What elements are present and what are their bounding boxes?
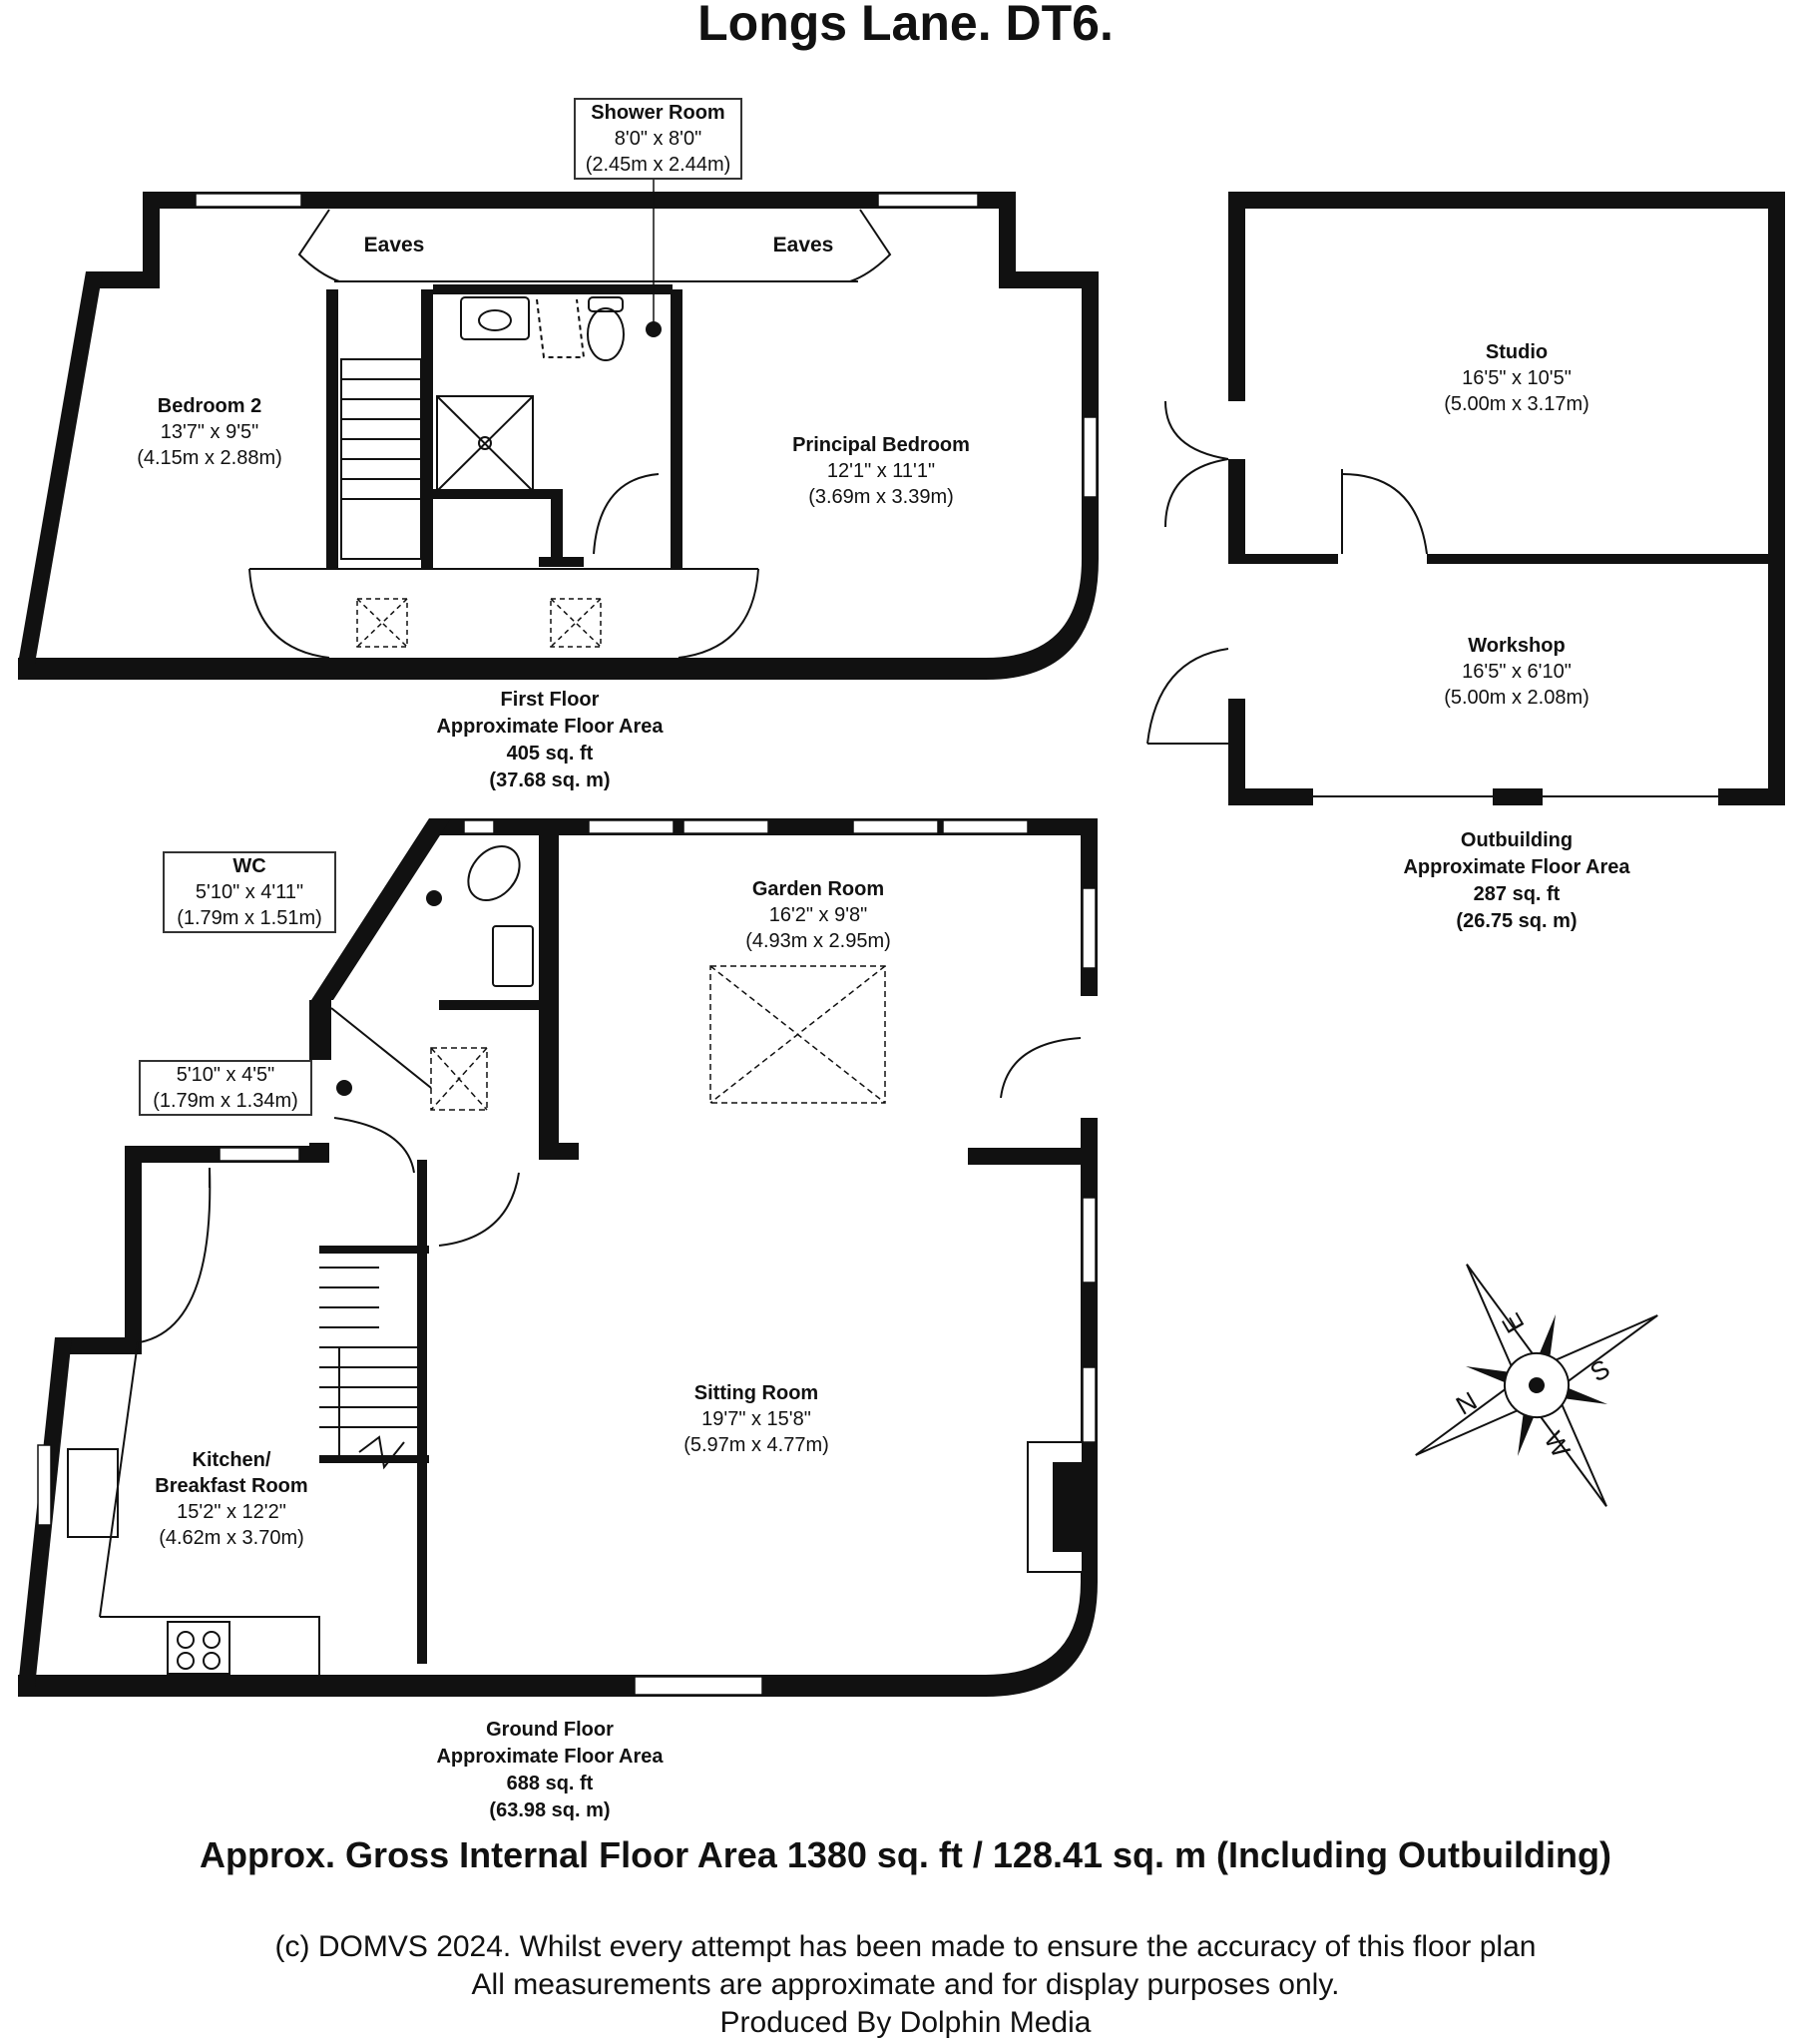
studio-imperial: 16'5" x 10'5"	[1462, 367, 1572, 389]
outbuilding-area-line3: 287 sq. ft	[1473, 883, 1561, 905]
kitchen-name-line1: Kitchen/	[192, 1449, 271, 1471]
first-floor-skylights	[356, 598, 602, 648]
wc-metric: (1.79m x 1.51m)	[177, 907, 322, 929]
first-floor-area: First Floor Approximate Floor Area 405 s…	[436, 687, 663, 794]
kitchen-imperial: 15'2" x 12'2"	[177, 1501, 286, 1523]
kitchen-metric: (4.62m x 3.70m)	[159, 1527, 304, 1549]
workshop-name: Workshop	[1468, 635, 1566, 657]
first-floor-curve-wall	[986, 288, 1099, 680]
kitchen-label: Kitchen/ Breakfast Room 15'2" x 12'2" (4…	[155, 1447, 307, 1551]
hall-metric: (1.79m x 1.34m)	[153, 1090, 298, 1112]
first-floor-door-arcs	[248, 473, 759, 659]
bedroom2-label: Bedroom 2 13'7" x 9'5" (4.15m x 2.88m)	[137, 393, 282, 471]
garden-room-imperial: 16'2" x 9'8"	[768, 904, 868, 926]
fireplace	[1027, 1441, 1084, 1573]
outbuilding-area-line1: Outbuilding	[1460, 829, 1574, 851]
outbuilding-doors	[1146, 400, 1718, 797]
hall-imperial: 5'10" x 4'5"	[176, 1064, 275, 1086]
sitting-room-name: Sitting Room	[693, 1382, 819, 1404]
kitchen-fixtures	[67, 1168, 320, 1677]
sitting-curve-wall	[986, 1582, 1098, 1697]
workshop-imperial: 16'5" x 6'10"	[1462, 661, 1572, 683]
sitting-room-metric: (5.97m x 4.77m)	[683, 1434, 829, 1456]
outbuilding-area-line4: (26.75 sq. m)	[1456, 910, 1578, 932]
wc-name: WC	[232, 855, 266, 877]
eaves-label-right: Eaves	[772, 234, 834, 256]
eaves-lines	[297, 209, 892, 282]
studio-name: Studio	[1485, 341, 1549, 363]
outbuilding-walls	[1228, 192, 1785, 805]
principal-bedroom-imperial: 12'1" x 11'1"	[826, 460, 936, 482]
bedroom2-imperial: 13'7" x 9'5"	[160, 421, 259, 443]
disclaimer-line2: All measurements are approximate and for…	[471, 1968, 1340, 2001]
first-floor-slant-wall	[18, 271, 103, 664]
first-floor-area-line1: First Floor	[500, 689, 600, 711]
eaves-label-left: Eaves	[363, 234, 425, 256]
wc-label: WC 5'10" x 4'11" (1.79m x 1.51m)	[163, 851, 336, 933]
wc-imperial: 5'10" x 4'11"	[195, 881, 304, 903]
sitting-room-imperial: 19'7" x 15'8"	[701, 1408, 811, 1430]
bedroom2-metric: (4.15m x 2.88m)	[137, 447, 282, 469]
outbuilding-area: Outbuilding Approximate Floor Area 287 s…	[1403, 827, 1629, 935]
page-title: Longs Lane. DT6.	[697, 0, 1114, 51]
ground-floor-walls	[18, 818, 1098, 1697]
disclaimer-line1: (c) DOMVS 2024. Whilst every attempt has…	[274, 1930, 1537, 1963]
ground-floor-area-line1: Ground Floor	[486, 1719, 614, 1741]
wc-pointer-dot	[426, 890, 442, 906]
bedroom2-name: Bedroom 2	[157, 395, 262, 417]
ground-floor-area: Ground Floor Approximate Floor Area 688 …	[436, 1717, 663, 1824]
garden-room-metric: (4.93m x 2.95m)	[745, 930, 891, 952]
garden-room-skylight	[430, 965, 886, 1111]
first-floor-area-line4: (37.68 sq. m)	[489, 769, 611, 791]
garden-room-name: Garden Room	[751, 878, 885, 900]
sitting-room-label: Sitting Room 19'7" x 15'8" (5.97m x 4.77…	[683, 1380, 829, 1458]
principal-bedroom-metric: (3.69m x 3.39m)	[808, 486, 954, 508]
shower-room-metric: (2.45m x 2.44m)	[585, 154, 731, 176]
hall-pointer-dot	[336, 1080, 352, 1096]
disclaimer-line3: Produced By Dolphin Media	[719, 2006, 1092, 2039]
workshop-metric: (5.00m x 2.08m)	[1444, 687, 1589, 709]
principal-bedroom-label: Principal Bedroom 12'1" x 11'1" (3.69m x…	[792, 432, 970, 510]
workshop-label: Workshop 16'5" x 6'10" (5.00m x 2.08m)	[1444, 633, 1589, 711]
first-floor-area-line3: 405 sq. ft	[506, 743, 594, 765]
wc-slant-wall	[311, 818, 451, 1000]
kitchen-name-line2: Breakfast Room	[155, 1475, 308, 1497]
wc-fixtures	[467, 845, 534, 987]
ground-floor-door-arcs	[139, 1007, 1082, 1343]
first-floor-stairs	[340, 358, 422, 560]
studio-label: Studio 16'5" x 10'5" (5.00m x 3.17m)	[1444, 339, 1589, 417]
ground-floor-windows	[37, 819, 1097, 1696]
first-floor-area-line2: Approximate Floor Area	[436, 716, 664, 738]
first-floor-walls	[18, 192, 1099, 680]
ground-floor-area-line2: Approximate Floor Area	[436, 1746, 664, 1768]
hall-label: 5'10" x 4'5" (1.79m x 1.34m)	[139, 1060, 312, 1116]
garden-room-label: Garden Room 16'2" x 9'8" (4.93m x 2.95m)	[745, 876, 891, 954]
ground-floor-area-line3: 688 sq. ft	[506, 1773, 594, 1794]
outbuilding-area-line2: Approximate Floor Area	[1403, 856, 1630, 878]
ground-floor-area-line4: (63.98 sq. m)	[489, 1799, 611, 1821]
shower-room-name: Shower Room	[591, 102, 725, 124]
first-floor-windows	[195, 193, 1098, 498]
compass-rose	[1415, 1264, 1658, 1507]
gross-area-text: Approx. Gross Internal Floor Area 1380 s…	[200, 1834, 1611, 1875]
shower-room-imperial: 8'0" x 8'0"	[614, 128, 702, 150]
shower-fixtures	[436, 296, 625, 492]
studio-metric: (5.00m x 3.17m)	[1444, 393, 1589, 415]
disclaimer: (c) DOMVS 2024. Whilst every attempt has…	[0, 1928, 1811, 2042]
shower-room-label: Shower Room 8'0" x 8'0" (2.45m x 2.44m)	[574, 98, 742, 180]
principal-bedroom-name: Principal Bedroom	[792, 434, 970, 456]
ground-floor-stairs	[319, 1267, 417, 1470]
